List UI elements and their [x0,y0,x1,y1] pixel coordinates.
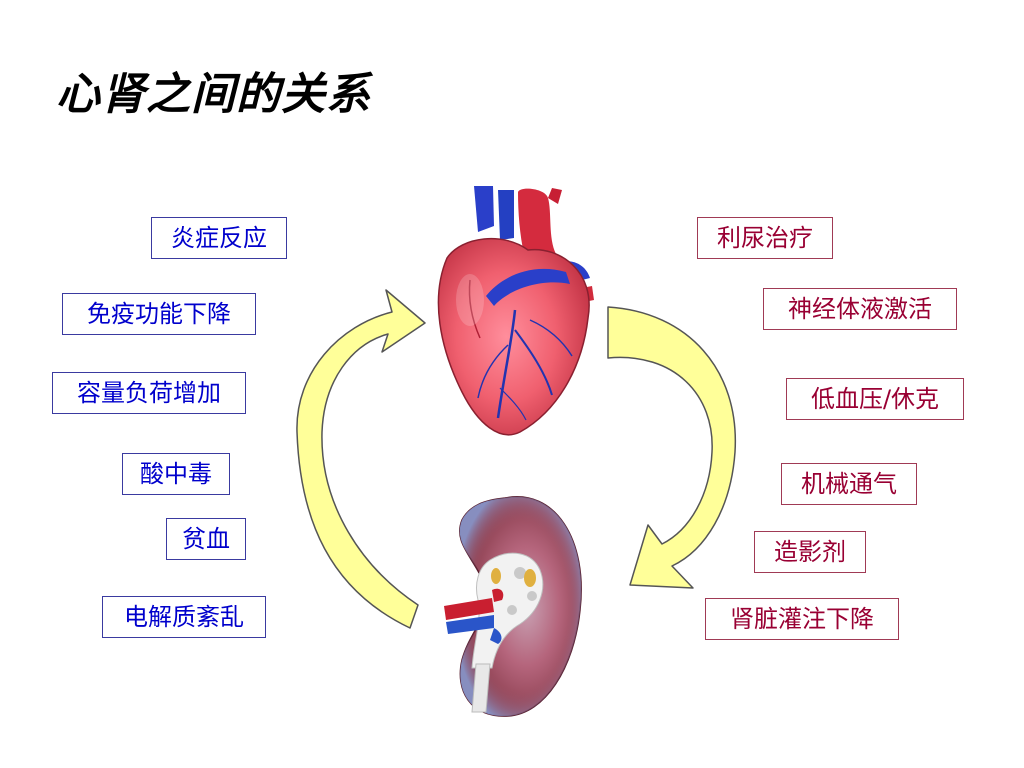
left-factor-box: 电解质紊乱 [102,596,266,638]
curved-arrow-up [296,289,426,629]
right-factor-box: 利尿治疗 [697,217,833,259]
left-factor-box: 炎症反应 [151,217,287,259]
right-factor-box: 造影剂 [754,531,866,573]
right-factor-box: 低血压/休克 [786,378,964,420]
left-factor-box: 容量负荷增加 [52,372,246,414]
left-factor-box: 贫血 [166,518,246,560]
heart-icon [437,186,594,436]
curved-arrow-down [607,306,737,589]
slide-title: 心肾之间的关系 [56,69,371,120]
right-factor-box: 机械通气 [781,463,917,505]
right-factor-box: 肾脏灌注下降 [705,598,899,640]
kidney-icon [444,496,582,717]
left-factor-box: 酸中毒 [122,453,230,495]
right-factor-box: 神经体液激活 [763,288,957,330]
left-factor-box: 免疫功能下降 [62,293,256,335]
